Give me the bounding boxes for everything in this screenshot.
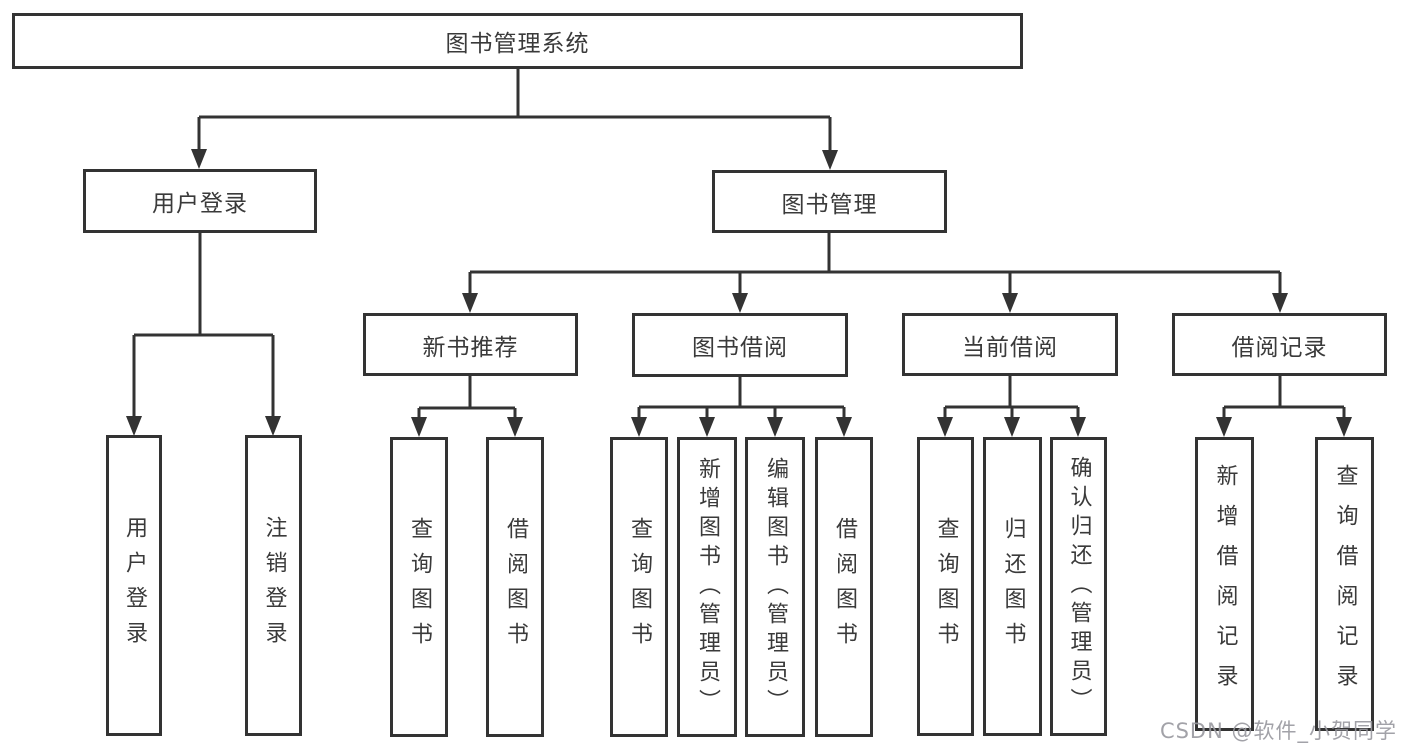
connector-bookmgmt-to-level3 — [468, 232, 1282, 298]
node-root-system: 图书管理系统 — [12, 13, 1023, 69]
node-cb-return-book: 归还图书 — [983, 437, 1042, 736]
node-bb-add-book-admin: 新增图书（管理员） — [677, 437, 737, 737]
connector-borrowrecords-to-children — [1222, 375, 1346, 422]
node-logout: 注销登录 — [245, 435, 302, 736]
node-login: 用户登录 — [106, 435, 162, 736]
node-cb-query-book: 查询图书 — [917, 437, 974, 736]
node-bb-query-book: 查询图书 — [610, 437, 668, 737]
node-new-book-recommend: 新书推荐 — [363, 313, 578, 376]
node-br-add-borrow-record: 新增借阅记录 — [1195, 437, 1254, 731]
node-nbr-borrow-book: 借阅图书 — [486, 437, 544, 737]
node-cb-confirm-return-admin: 确认归还（管理员） — [1050, 437, 1107, 736]
node-user-login-module: 用户登录 — [83, 169, 317, 233]
node-bb-edit-book-admin: 编辑图书（管理员） — [745, 437, 805, 737]
connector-bookborrow-to-children — [637, 376, 846, 422]
node-br-query-borrow-record: 查询借阅记录 — [1315, 437, 1374, 731]
node-nbr-query-book: 查询图书 — [390, 437, 448, 737]
node-current-borrow: 当前借阅 — [902, 313, 1118, 376]
node-book-borrow: 图书借阅 — [632, 313, 848, 377]
node-bb-borrow-book: 借阅图书 — [815, 437, 873, 737]
connector-root-to-level2 — [197, 69, 832, 154]
connector-userlogin-to-children — [132, 232, 275, 420]
connector-newbookrec-to-children — [417, 375, 517, 422]
connector-currentborrow-to-children — [943, 375, 1080, 422]
csdn-watermark: CSDN @软件_小贺同学 — [1159, 719, 1397, 743]
node-borrow-records: 借阅记录 — [1172, 313, 1387, 376]
node-book-mgmt-module: 图书管理 — [712, 170, 947, 233]
